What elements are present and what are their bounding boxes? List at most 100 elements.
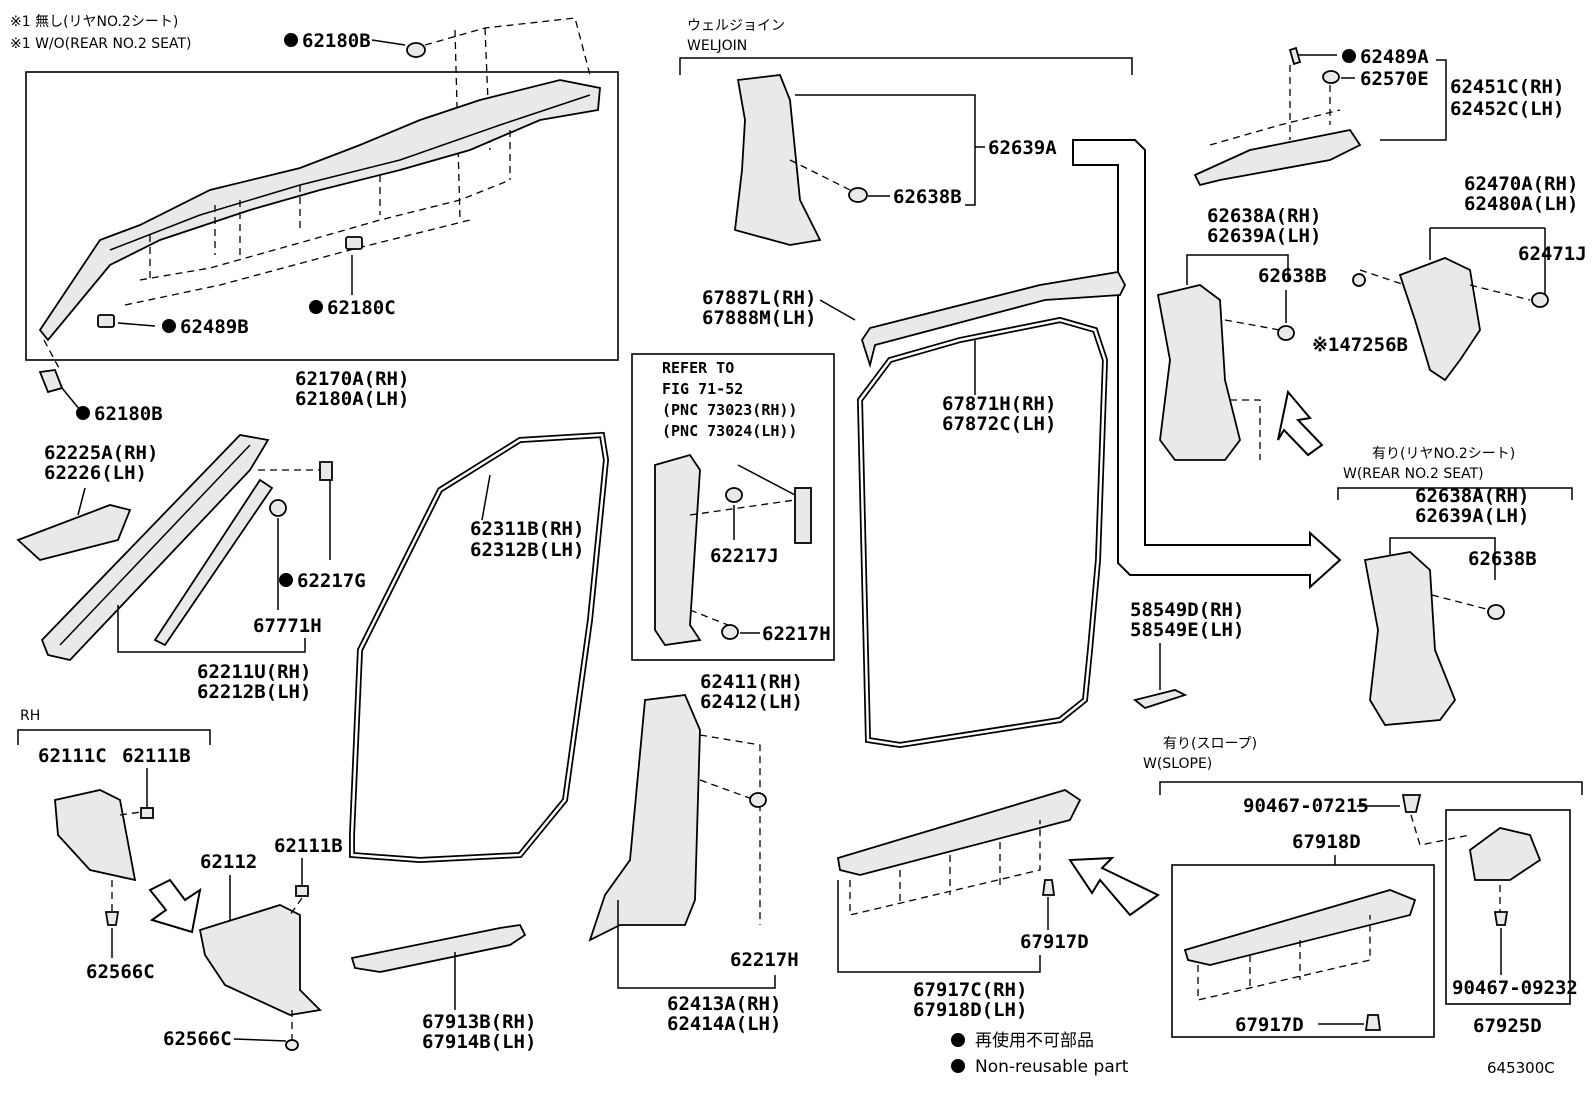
weatherstrip-67887L[interactable] xyxy=(861,271,1127,369)
label-67918D-lh[interactable]: 67918D(LH) xyxy=(913,999,1027,1021)
door-opening-trim-67871H[interactable] xyxy=(856,316,1109,749)
label-62217J[interactable]: 62217J xyxy=(710,545,779,567)
label-62217H-a[interactable]: 62217H xyxy=(762,623,831,645)
clip-62180B-top[interactable] xyxy=(406,42,426,58)
label-62311B[interactable]: 62311B(RH) xyxy=(470,518,584,540)
label-62638A-1[interactable]: 62638A(RH) xyxy=(1207,205,1321,227)
clip-62111B-b[interactable] xyxy=(295,885,309,897)
scuff-plate-67918D[interactable] xyxy=(1183,889,1417,966)
label-62413A[interactable]: 62413A(RH) xyxy=(667,993,781,1015)
clip-62489A[interactable] xyxy=(1288,46,1302,66)
label-62226[interactable]: 62226(LH) xyxy=(44,462,147,484)
back-door-side-trim-62470A[interactable] xyxy=(1398,257,1481,382)
cowl-side-trim-62112[interactable] xyxy=(198,904,322,1016)
seat-belt-anchor-cover[interactable] xyxy=(794,487,812,544)
label-62489A[interactable]: 62489A xyxy=(1360,46,1429,68)
label-67887L[interactable]: 67887L(RH) xyxy=(702,287,816,309)
quarter-trim-weljoin[interactable] xyxy=(734,74,822,246)
label-62638B-1[interactable]: 62638B xyxy=(1258,265,1327,287)
clip-62217H-a[interactable] xyxy=(721,624,739,640)
label-62638B-2[interactable]: 62638B xyxy=(1468,548,1537,570)
clip-62217G[interactable] xyxy=(269,499,287,517)
clip-62638B-2[interactable] xyxy=(1487,604,1505,620)
clip-62566C-a[interactable] xyxy=(104,911,120,926)
label-58549D[interactable]: 58549D(RH) xyxy=(1130,599,1244,621)
label-62639A-top[interactable]: 62639A xyxy=(988,137,1057,159)
clip-62566C-b[interactable] xyxy=(285,1039,299,1051)
clip-62570E[interactable] xyxy=(1322,70,1340,84)
label-62225A[interactable]: 62225A(RH) xyxy=(44,442,158,464)
clip-pillar-top[interactable] xyxy=(319,461,333,481)
label-62111C[interactable]: 62111C xyxy=(38,745,107,767)
label-90467-09232[interactable]: 90467-09232 xyxy=(1452,977,1578,999)
clip-62638B-top[interactable] xyxy=(848,187,868,203)
label-62180C[interactable]: 62180C xyxy=(327,297,396,319)
label-67888M[interactable]: 67888M(LH) xyxy=(702,307,816,329)
label-62180B-low[interactable]: 62180B xyxy=(94,403,163,425)
label-62180B-top[interactable]: 62180B xyxy=(302,30,371,52)
clip-67917D-a[interactable] xyxy=(1041,879,1056,896)
clip-62180B-low[interactable] xyxy=(38,369,64,394)
rear-quarter-trim-w-seat[interactable] xyxy=(1363,551,1457,726)
clip-62471J[interactable] xyxy=(1531,292,1549,308)
label-67917D-b[interactable]: 67917D xyxy=(1235,1014,1304,1036)
label-62566C-b[interactable]: 62566C xyxy=(163,1028,232,1050)
label-62470A[interactable]: 62470A(RH) xyxy=(1464,173,1578,195)
label-90467-07215[interactable]: 90467-07215 xyxy=(1243,795,1369,817)
cowl-side-trim-62111C[interactable] xyxy=(54,789,137,882)
label-62211U[interactable]: 62211U(RH) xyxy=(197,661,311,683)
label-62452C[interactable]: 62452C(LH) xyxy=(1450,98,1564,120)
label-58549E[interactable]: 58549E(LH) xyxy=(1130,619,1244,641)
label-67913B[interactable]: 67913B(RH) xyxy=(422,1011,536,1033)
label-62112[interactable]: 62112 xyxy=(200,851,257,873)
label-67771H[interactable]: 67771H xyxy=(253,615,322,637)
label-67918D[interactable]: 67918D xyxy=(1292,831,1361,853)
label-62638A-2[interactable]: 62638A(RH) xyxy=(1415,485,1529,507)
label-67917C[interactable]: 67917C(RH) xyxy=(913,979,1027,1001)
label-62217G[interactable]: 62217G xyxy=(297,570,366,592)
label-62411[interactable]: 62411(RH) xyxy=(700,671,803,693)
clip-47256B-a[interactable] xyxy=(1352,273,1366,287)
door-opening-trim-62311B[interactable] xyxy=(349,431,610,864)
clip-62111B-a[interactable] xyxy=(140,807,154,819)
label-62212B[interactable]: 62212B(LH) xyxy=(197,681,311,703)
label-62312B[interactable]: 62312B(LH) xyxy=(470,539,584,561)
label-62570E[interactable]: 62570E xyxy=(1360,68,1429,90)
weatherstrip-67771H[interactable] xyxy=(153,478,274,647)
label-67871H[interactable]: 67871H(RH) xyxy=(942,393,1056,415)
clip-90467-07215[interactable] xyxy=(1401,794,1422,813)
clip-62638B-1[interactable] xyxy=(1277,325,1295,341)
label-62489B[interactable]: 62489B xyxy=(180,316,249,338)
roof-side-inner-garnish-62451C[interactable] xyxy=(1193,128,1362,187)
pillar-cover-62225A[interactable] xyxy=(16,504,132,561)
label-62639A-2[interactable]: 62639A(LH) xyxy=(1415,505,1529,527)
clip-62217H-b[interactable] xyxy=(749,792,767,808)
label-62180A[interactable]: 62180A(LH) xyxy=(295,388,409,410)
label-62638B-top[interactable]: 62638B xyxy=(893,186,962,208)
roof-side-rail-62170A[interactable] xyxy=(38,79,601,342)
center-pillar-lower-garnish[interactable] xyxy=(588,694,701,942)
label-62170A[interactable]: 62170A(RH) xyxy=(295,368,409,390)
label-62451C[interactable]: 62451C(RH) xyxy=(1450,76,1564,98)
label-67872C[interactable]: 67872C(LH) xyxy=(942,413,1056,435)
label-62414A[interactable]: 62414A(LH) xyxy=(667,1013,781,1035)
label-62639A-1[interactable]: 62639A(LH) xyxy=(1207,225,1321,247)
clip-62180C[interactable] xyxy=(345,236,363,250)
label-67914B[interactable]: 67914B(LH) xyxy=(422,1031,536,1053)
label-47256B[interactable]: ※147256B xyxy=(1312,334,1408,356)
clip-90467-09232[interactable] xyxy=(1493,911,1509,926)
label-62471J[interactable]: 62471J xyxy=(1518,243,1587,265)
label-62111B-a[interactable]: 62111B xyxy=(122,745,191,767)
scuff-plate-67913B[interactable] xyxy=(350,924,527,973)
center-pillar-garnish-upper[interactable] xyxy=(654,453,702,646)
label-62480A[interactable]: 62480A(LH) xyxy=(1464,193,1578,215)
label-62412[interactable]: 62412(LH) xyxy=(700,691,803,713)
cover-67925D[interactable] xyxy=(1469,827,1542,881)
clip-62217J[interactable] xyxy=(725,487,743,503)
label-67917D-a[interactable]: 67917D xyxy=(1020,931,1089,953)
label-62217H-b[interactable]: 62217H xyxy=(730,949,799,971)
rear-quarter-trim-62638A[interactable] xyxy=(1156,284,1241,461)
label-67925D[interactable]: 67925D xyxy=(1473,1015,1542,1037)
clip-62489B[interactable] xyxy=(97,314,115,328)
clip-67917D-b[interactable] xyxy=(1364,1014,1382,1031)
